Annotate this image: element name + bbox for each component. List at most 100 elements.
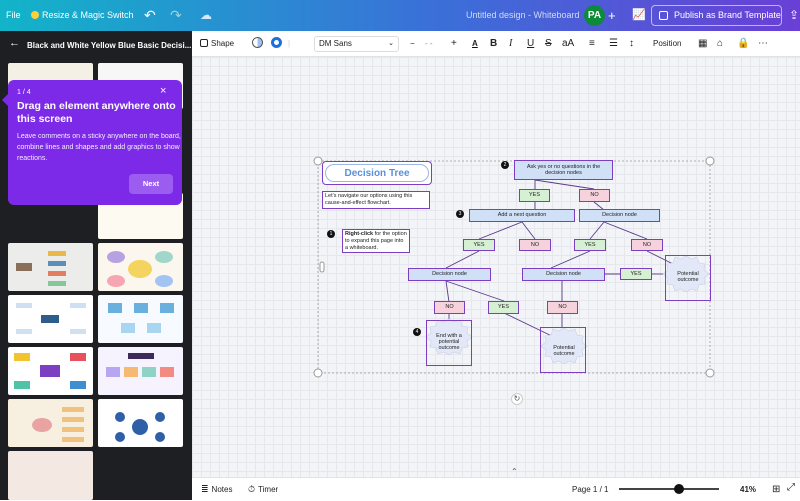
position-button[interactable]: Position [653,39,682,48]
template-thumbnail[interactable] [8,347,93,395]
end-outcome-label: End with a potential outcome [436,333,462,351]
strikethrough-icon[interactable]: S [545,38,552,49]
decision-node[interactable]: Decision node [408,268,491,281]
publish-brand-template-button[interactable]: Publish as Brand Template [651,5,782,26]
fill-color-icon[interactable] [252,31,263,57]
cloud-save-icon[interactable]: ☁ [200,8,212,22]
mindmap-preview-2 [16,303,86,334]
magic-icon [31,11,39,19]
onboarding-tooltip: 1 / 4 × Drag an element anywhere onto th… [2,80,182,205]
zoom-slider-handle[interactable] [674,484,684,494]
tip-text[interactable]: Right-click for the option to expand thi… [342,229,410,253]
outcome-frame[interactable] [665,255,711,301]
yes-label[interactable]: YES [574,239,606,251]
step-badge: 4 [413,328,421,336]
timer-button[interactable]: ⏱Timer [248,478,278,501]
no-label[interactable]: NO [519,239,551,251]
file-menu[interactable]: File [6,10,21,20]
mindmap-preview-3 [32,407,84,442]
resize-label: Resize & Magic Switch [42,10,134,20]
template-thumbnail[interactable] [98,243,183,291]
grid-view-icon[interactable]: ⊞ [772,484,781,495]
outcome-frame[interactable] [426,320,472,366]
yes-label[interactable]: YES [519,189,550,202]
intro-text[interactable]: Let's navigate our options using this ca… [322,191,430,209]
no-label[interactable]: NO [434,301,465,314]
document-title[interactable]: Untitled design - Whiteboard [466,10,580,20]
template-thumbnail[interactable] [98,399,183,447]
publish-label: Publish as Brand Template [674,10,781,20]
rotate-handle-icon[interactable]: ↻ [511,393,523,405]
font-name: DM Sans [319,39,352,48]
resize-magic-switch-button[interactable]: Resize & Magic Switch [31,0,134,31]
transparency-icon[interactable]: ▦ [698,38,708,49]
template-thumbnail[interactable] [8,243,93,291]
align-icon[interactable]: ≡ [589,38,595,49]
process-preview [106,353,174,377]
tip-bold: Right-click [345,231,374,237]
template-thumbnail[interactable] [8,451,93,500]
redo-icon[interactable]: ↷ [170,7,182,23]
whiteboard-canvas[interactable]: Decision Tree Let's navigate our options… [192,57,800,477]
add-collaborator-icon[interactable]: + [608,8,616,23]
no-label[interactable]: NO [547,301,578,314]
zoom-level[interactable]: 41% [740,485,757,494]
share-icon[interactable]: ⇪ [789,8,800,22]
tip-rest: for the option to expand this page into … [345,231,407,251]
border-style-icon[interactable] [271,31,282,57]
tooltip-step: 1 / 4 [17,89,31,96]
notes-button[interactable]: ≣Notes [201,478,232,501]
potential-outcome-label: Potential outcome [677,271,699,283]
shape-label: Shape [211,39,235,48]
template-thumbnail[interactable] [98,347,183,395]
decision-node[interactable]: Decision node [522,268,605,281]
root-question-node[interactable]: Ask yes or no questions in the decision … [514,160,613,180]
page-indicator[interactable]: Page 1 / 1 [572,485,609,494]
next-button[interactable]: Next [129,174,173,194]
template-thumbnail[interactable] [8,399,93,447]
timer-label: Timer [258,485,279,494]
bold-icon[interactable]: B [490,38,498,49]
yes-label[interactable]: YES [620,268,652,280]
yes-label[interactable]: YES [463,239,495,251]
template-thumbnail[interactable] [98,295,183,343]
flow-preview [108,303,174,333]
avatar[interactable]: PA [584,5,605,26]
step-badge: 2 [501,161,509,169]
yes-label[interactable]: YES [488,301,519,314]
more-options-icon[interactable]: ⋯ [758,38,768,49]
no-label[interactable]: NO [579,189,610,202]
font-size-increase-button[interactable]: + [451,38,457,49]
font-family-select[interactable]: DM Sans ⌄ [314,36,399,52]
fullscreen-icon[interactable]: ⤢ [787,482,795,493]
template-thumbnail[interactable] [8,295,93,343]
paint-format-icon[interactable]: ⌂ [717,38,724,49]
timer-icon: ⏱ [248,484,256,494]
shape-icon [200,39,208,47]
chevron-down-icon: ⌄ [388,40,394,47]
shape-button[interactable]: Shape [200,31,234,57]
close-icon[interactable]: × [160,85,167,97]
list-icon[interactable]: ☰ [609,38,618,49]
text-color-icon[interactable]: A [472,39,478,48]
bottom-bar: ≣Notes ⏱Timer Page 1 / 1 41% ⊞ [192,477,800,500]
analytics-icon[interactable]: 📈 [632,9,646,21]
expand-chevron-icon[interactable]: ⌃ [511,467,518,476]
next-question-node[interactable]: Add a next question [469,209,575,222]
back-arrow-icon[interactable]: ← [9,37,20,49]
spacing-icon[interactable]: ↕ [629,38,634,49]
outcome-frame[interactable] [540,327,586,373]
underline-icon[interactable]: U [527,38,535,49]
letter-case-icon[interactable]: aA [562,38,575,49]
undo-icon[interactable]: ↶ [144,7,156,23]
tooltip-title: Drag an element anywhere onto this scree… [17,100,176,125]
lock-icon[interactable]: 🔒 [737,38,750,49]
decision-node[interactable]: Decision node [579,209,660,222]
zoom-slider[interactable] [619,488,719,490]
font-size-decrease-button[interactable]: − [410,39,415,48]
no-label[interactable]: NO [631,239,663,251]
outcome-burst-bottom [540,327,588,365]
italic-icon[interactable]: I [509,38,513,49]
outcome-burst-right [662,255,710,293]
font-size-field[interactable]: - - [425,39,433,48]
